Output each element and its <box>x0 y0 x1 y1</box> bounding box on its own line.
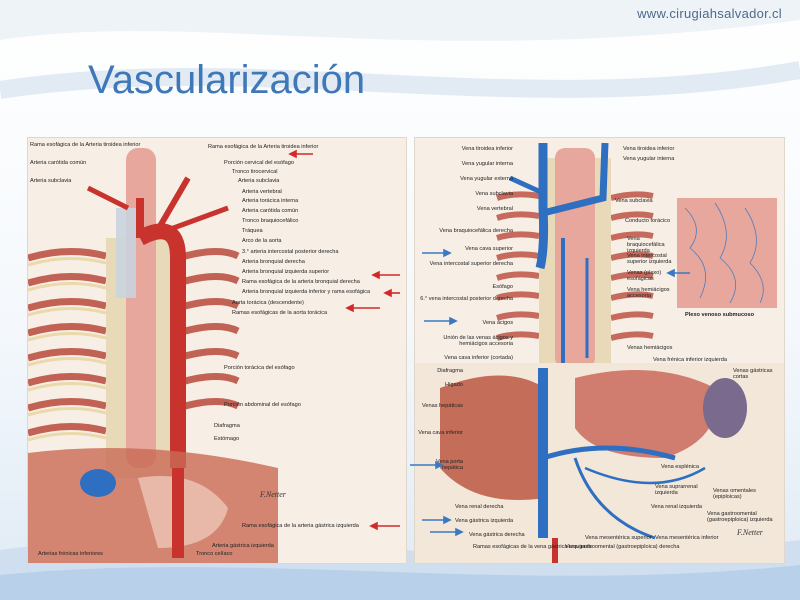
left-label-21: Porción torácica del esófago <box>224 365 295 371</box>
right-label-r14: Vena renal izquierda <box>651 504 703 510</box>
left-label-5: Porción cervical del esófago <box>224 160 294 166</box>
right-label-r6: Vena intercostal superior izquierda <box>627 253 672 265</box>
left-label-23: Diafragma <box>214 423 240 429</box>
right-label-l14: Diafragma <box>437 368 463 374</box>
right-label-r2: Vena yugular interna <box>623 156 675 162</box>
left-label-10: Arteria carótida común <box>242 208 299 214</box>
left-label-1: Rama esofágica de la Arteria tiroidea in… <box>30 142 141 148</box>
right-label-r4: Conducto torácico <box>625 218 671 224</box>
right-label-l9: Esófago <box>492 284 513 290</box>
inset-label: Plexo venoso submucoso <box>685 312 755 318</box>
right-label-l15: Hígado <box>444 382 463 388</box>
right-label-r13: Vena suprarrenal izquierda <box>655 484 698 496</box>
right-label-l22: Ramas esofágicas de la vena gástrica izq… <box>473 544 592 550</box>
artist-signature-left: F.Netter <box>260 490 286 499</box>
arterial-illustration-panel: Rama esofágica de la Arteria tiroidea in… <box>27 137 407 564</box>
right-label-l4: Vena subclavia <box>475 191 513 197</box>
right-label-r10: Vena frénica inferior izquierda <box>653 357 728 363</box>
right-label-l6: Vena braquiocefálica derecha <box>439 228 513 234</box>
right-label-l18: Vena porta hepática <box>435 459 463 471</box>
right-label-l1: Vena tiroidea inferior <box>461 146 513 152</box>
website-url: www.cirugiahsalvador.cl <box>637 6 782 21</box>
left-label-15: Arteria bronquial derecha <box>242 259 305 265</box>
left-label-19: Aorta torácica (descendente) <box>232 300 304 306</box>
slide-title: Vascularización <box>88 58 366 102</box>
left-label-6: Tronco tirocervical <box>232 169 278 175</box>
right-label-l5: Vena vertebral <box>476 206 513 212</box>
left-label-22: Porción abdominal del esófago <box>224 402 301 408</box>
right-label-l17: Vena cava inferior <box>418 430 463 436</box>
right-label-r3: Vena subclavia <box>615 198 653 204</box>
left-label-20: Ramas esofágicas de la aorta torácica <box>232 310 328 316</box>
venous-illustration-panel: Vena tiroidea inferior Vena yugular inte… <box>414 137 785 564</box>
right-label-l13: Vena cava inferior (cortada) <box>444 355 513 361</box>
right-label-l11: Vena ácigos <box>482 320 513 326</box>
left-label-17: Rama esofágica de la arteria bronquial d… <box>242 279 360 285</box>
left-label-3: Arteria subclavia <box>30 178 72 184</box>
right-label-l3: Vena yugular externa <box>460 176 513 182</box>
background-waves-top <box>0 0 800 99</box>
right-label-r7: Venas (plexo) esofágicas <box>627 270 662 282</box>
venous-illustration <box>415 142 784 563</box>
left-label-16: Arteria bronquial izquierda superior <box>242 269 330 275</box>
right-label-r11: Venas gástricas cortas <box>733 368 773 380</box>
right-label-r17: Vena mesentérica inferior <box>655 535 719 541</box>
left-label-11: Tronco braquiocefálico <box>242 218 299 224</box>
right-label-l20: Vena gástrica izquierda <box>455 518 514 524</box>
artist-signature-right: F.Netter <box>737 528 763 537</box>
right-label-r18: Vena mesentérica superior <box>585 535 652 541</box>
left-label-9: Arteria torácica interna <box>242 198 299 204</box>
right-label-r5: Vena braquiocefálica izquierda <box>627 236 665 254</box>
right-label-l10: 6.° vena intercostal posterior derecha <box>420 296 513 302</box>
left-label-26: Arteria gástrica izquierda <box>212 543 274 549</box>
right-label-l2: Vena yugular interna <box>461 161 513 167</box>
left-label-28: Arterias frénicas inferiores <box>38 551 103 557</box>
arterial-illustration <box>28 148 400 563</box>
left-label-24: Estómago <box>214 436 240 442</box>
left-label-2: Arteria carótida común <box>30 160 87 166</box>
left-label-18: Arteria bronquial izquierda inferior y r… <box>242 289 371 295</box>
right-label-r15: Venas omentales (epiploicas) <box>713 488 756 500</box>
right-label-r16: Vena gastroomental (gastroepiploica) izq… <box>707 511 773 523</box>
left-label-13: Arco de la aorta <box>242 238 282 244</box>
right-label-r12: Vena esplénica <box>661 464 699 470</box>
right-label-l16: Venas hepáticas <box>421 403 463 409</box>
left-label-25: Rama esofágica de la arteria gástrica iz… <box>242 523 359 529</box>
right-label-r8: Vena hemiácigos accesoria <box>627 287 670 299</box>
right-label-l21: Vena gástrica derecha <box>469 532 525 538</box>
right-label-l19: Vena renal derecha <box>455 504 504 510</box>
left-label-12: Tráquea <box>242 228 263 234</box>
right-label-l8: Vena intercostal superior derecha <box>429 261 513 267</box>
left-label-7: Arteria subclavia <box>238 178 280 184</box>
left-label-27: Tronco celíaco <box>196 551 233 557</box>
right-label-r19: Vena gastroomental (gastroepiploica) der… <box>565 544 680 550</box>
left-label-8: Arteria vertebral <box>242 189 282 195</box>
left-label-14: 3.° arteria intercostal posterior derech… <box>242 249 339 255</box>
right-label-l7: Vena cava superior <box>465 246 513 252</box>
right-label-r1: Vena tiroidea inferior <box>623 146 675 152</box>
right-label-r9: Venas hemiácigos <box>627 345 673 351</box>
right-label-l12: Unión de las venas ácigos y hemiácigos a… <box>443 335 513 347</box>
left-label-4: Rama esofágica de la Arteria tiroidea in… <box>208 144 319 150</box>
